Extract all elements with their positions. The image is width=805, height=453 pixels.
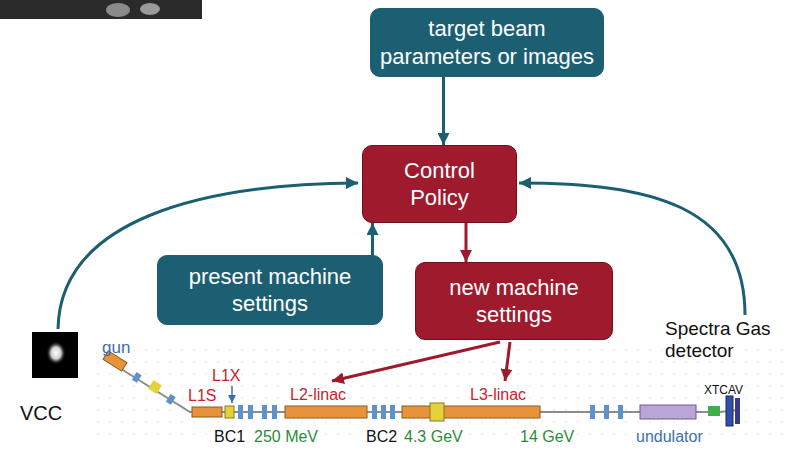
magnet-symbol bbox=[604, 405, 609, 419]
part-name: L2-linac bbox=[290, 386, 346, 404]
image-spot bbox=[106, 3, 130, 17]
image-spot bbox=[140, 3, 160, 15]
part-name: BC2 bbox=[366, 428, 397, 446]
part-name: L1S bbox=[188, 387, 216, 405]
magnet-symbol bbox=[618, 405, 623, 419]
settings-arrow bbox=[505, 342, 510, 381]
box-text: target beam parameters or images bbox=[377, 15, 597, 70]
magnet-symbol bbox=[272, 405, 277, 419]
part-name: undulator bbox=[636, 428, 703, 446]
detector-label: Spectra Gas detector bbox=[665, 318, 777, 362]
flow-arrow bbox=[371, 223, 374, 255]
linac-section bbox=[285, 406, 367, 418]
box-text: Control Policy bbox=[377, 157, 502, 212]
xtcav-symbol bbox=[708, 406, 720, 416]
part-name: gun bbox=[102, 338, 130, 358]
magnet-symbol bbox=[372, 405, 377, 419]
detector-symbol bbox=[726, 396, 733, 426]
linac-section bbox=[192, 407, 222, 417]
laser-spot bbox=[46, 341, 66, 365]
magnet-symbol bbox=[590, 405, 595, 419]
part-name: BC1 bbox=[214, 428, 245, 446]
target-box: target beam parameters or images bbox=[370, 8, 604, 77]
magnet-symbol bbox=[148, 380, 162, 394]
settings-box: present machine settings bbox=[157, 255, 383, 325]
box-text: new machine settings bbox=[424, 274, 604, 329]
magnet-symbol bbox=[262, 405, 267, 419]
settings-arrow bbox=[332, 342, 500, 381]
energy-label: 14 GeV bbox=[520, 428, 574, 446]
flow-arrow bbox=[442, 77, 445, 145]
l1x-cavity bbox=[225, 406, 234, 418]
image-fragment bbox=[0, 0, 202, 19]
linac-section bbox=[402, 406, 540, 418]
magnet-symbol bbox=[248, 405, 253, 419]
undulator-symbol bbox=[640, 405, 696, 419]
magnet-symbol bbox=[390, 405, 395, 419]
pointer-arrow bbox=[231, 386, 233, 403]
magnet-symbol bbox=[132, 372, 142, 383]
magnet-symbol bbox=[238, 405, 243, 419]
box-text: present machine settings bbox=[166, 263, 374, 318]
detector-symbol bbox=[735, 398, 740, 424]
magnet-symbol bbox=[381, 405, 386, 419]
cavity-symbol bbox=[430, 403, 444, 421]
flow-arrow bbox=[465, 223, 468, 262]
magnet-symbol bbox=[166, 394, 176, 405]
image-label: VCC bbox=[20, 402, 62, 425]
part-name: L3-linac bbox=[470, 386, 526, 404]
energy-label: 4.3 GeV bbox=[404, 428, 463, 446]
vcc-image bbox=[32, 332, 78, 378]
settings-box: new machine settings bbox=[415, 262, 613, 340]
part-name: L1X bbox=[212, 367, 240, 385]
energy-label: 250 MeV bbox=[254, 428, 318, 446]
part-name: XTCAV bbox=[704, 384, 743, 398]
policy-box: Control Policy bbox=[362, 145, 517, 223]
